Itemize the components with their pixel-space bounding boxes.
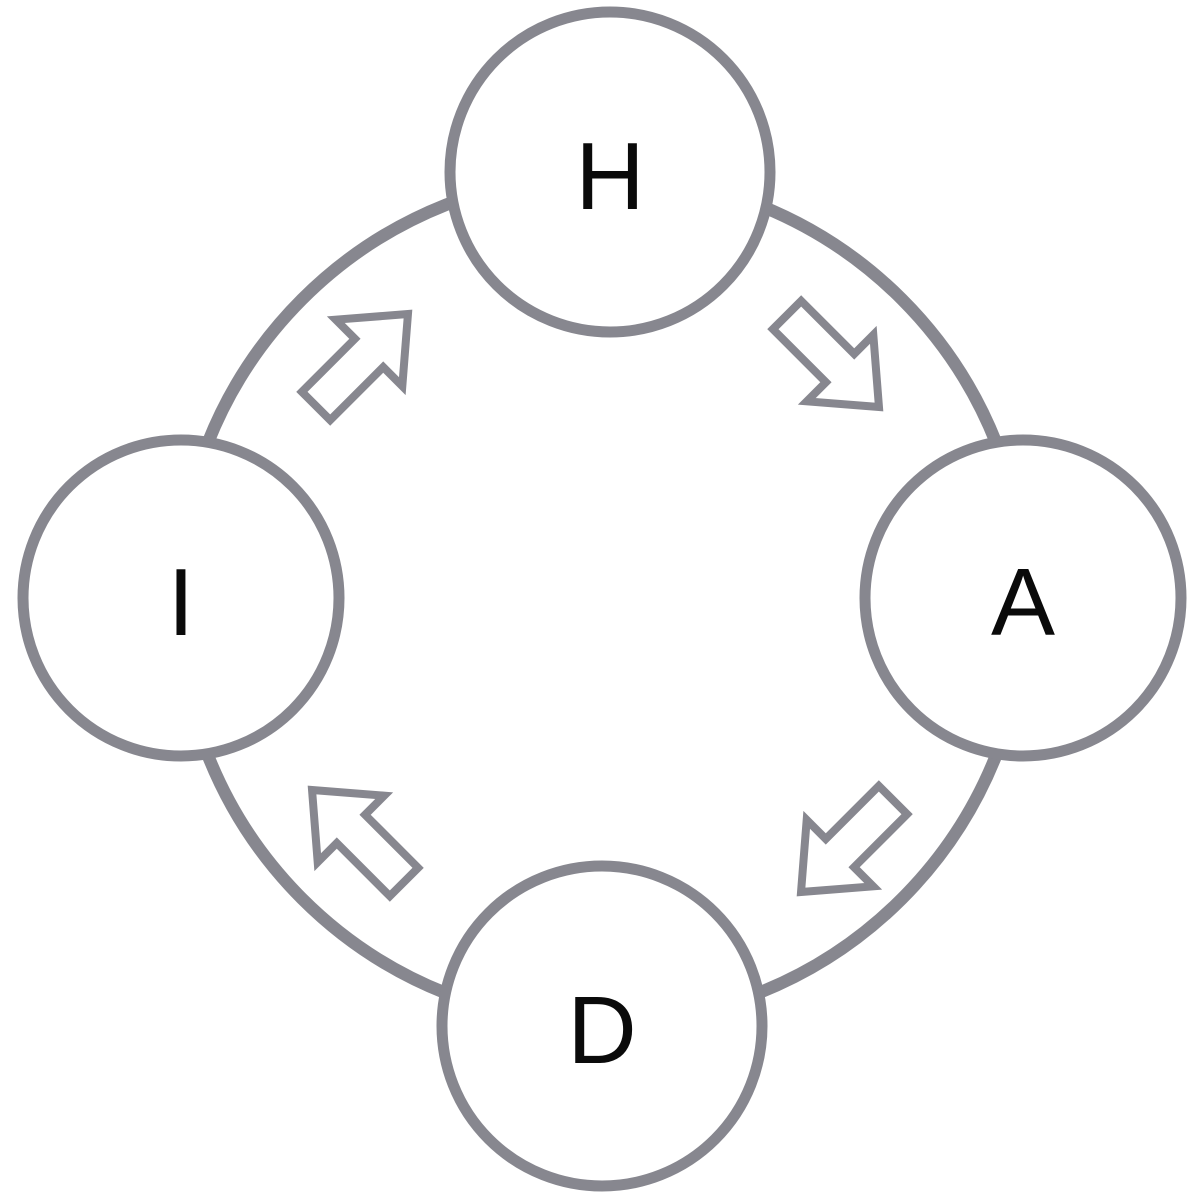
node-a-circle <box>859 434 1187 762</box>
node-a: A <box>859 434 1187 762</box>
node-i-label: I <box>168 549 195 656</box>
node-i: I <box>17 434 345 762</box>
i-to-h-arrow-icon <box>296 309 413 426</box>
node-d: D <box>436 860 768 1192</box>
a-to-d-arrow-icon <box>796 780 913 897</box>
node-d-circle <box>436 860 768 1192</box>
node-h-circle <box>444 6 776 338</box>
node-h-label: H <box>575 123 644 230</box>
node-d-label: D <box>567 977 636 1084</box>
d-to-i-arrow-icon <box>307 785 424 902</box>
node-h: H <box>444 6 776 338</box>
h-to-a-arrow-icon <box>767 295 884 412</box>
node-a-label: A <box>991 549 1055 656</box>
node-i-circle <box>17 434 345 762</box>
